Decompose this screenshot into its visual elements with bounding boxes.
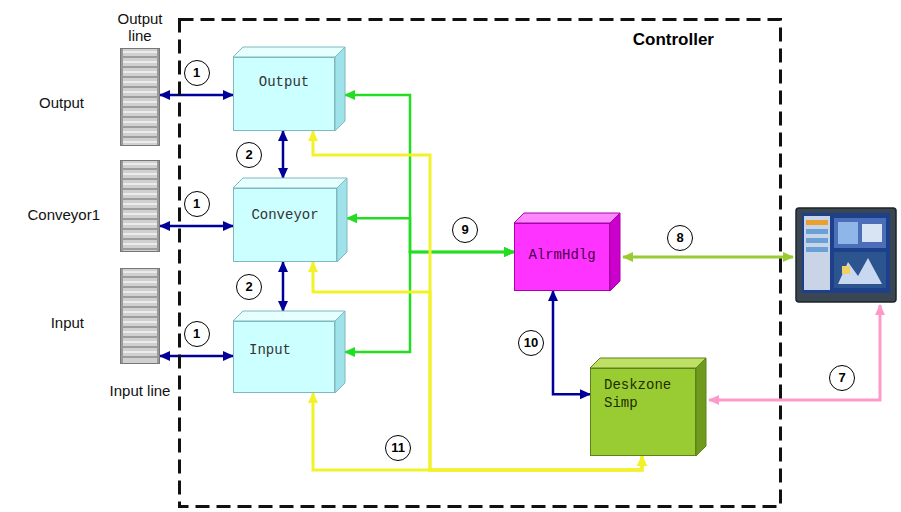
connector [160,94,233,97]
alarm-handler-box: AlrmHdlg [514,213,620,291]
process-box: Output [233,47,345,131]
controller-boundary: ControllerOutputConveyorInput AlrmHdlgDes… [178,18,782,508]
rack-symbol [120,48,160,146]
rack-symbol [120,268,160,364]
line-label: Output line [105,10,175,44]
callout-number: 1 [184,321,210,347]
callout-number: 11 [385,435,411,461]
callout-number: 8 [667,225,693,251]
line-label: Input line [105,382,175,399]
connector [160,225,233,228]
box-label: Output [241,73,327,91]
rack-unit: Conveyor1 [120,160,160,252]
boundary-title: Controller [633,30,714,50]
connector [160,355,233,358]
box-label: AlrmHdlg [522,246,602,264]
connector [282,131,285,178]
process-box: Input [233,311,345,393]
connector [553,291,590,394]
line-label: Conveyor1 [27,206,100,223]
callout-number: 2 [236,274,262,300]
callout-number: 2 [236,142,262,168]
rack-unit: Output lineOutput [120,48,160,146]
hmi-link-line [709,305,880,400]
box-label: Input [249,341,327,359]
box-label: Deskzone Simp [604,376,688,412]
box-label: Conveyor [241,206,329,224]
line-label: Input [51,314,84,331]
simulator-box: Deskzone Simp [590,358,706,456]
callout-number: 9 [452,217,478,243]
rack-unit: InputInput line [120,268,160,364]
callout-number: 1 [184,191,210,217]
rack-symbol [120,160,160,252]
callout-number: 7 [829,365,855,391]
hmi-monitor [796,208,896,302]
callout-number: 1 [184,60,210,86]
process-box: Conveyor [233,178,347,262]
hmi-link-line [623,256,793,259]
callout-number: 10 [518,330,544,356]
connector [282,262,285,311]
line-label: Output [39,94,84,111]
